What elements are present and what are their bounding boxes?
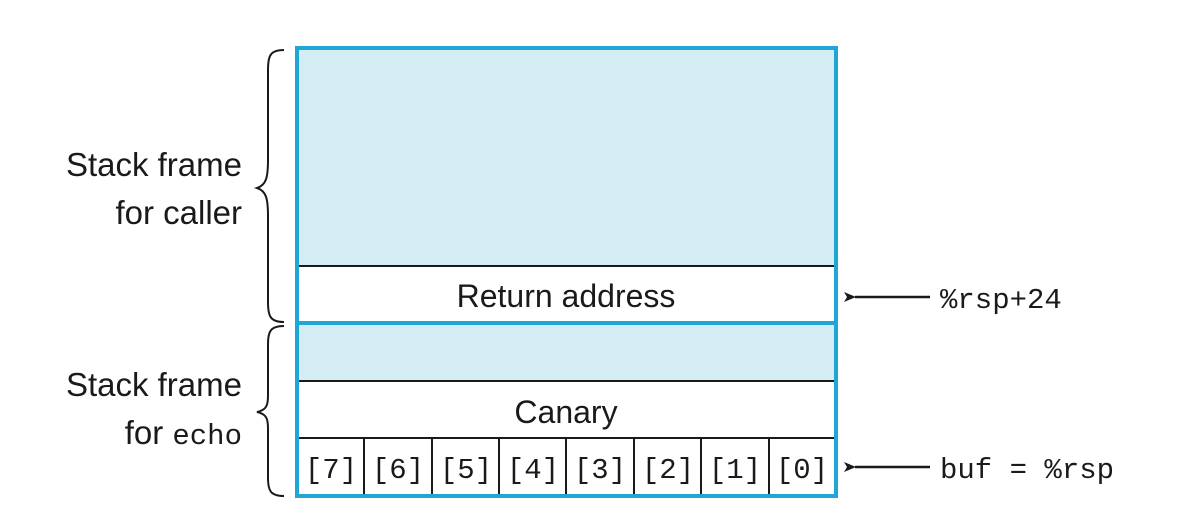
buf-byte-7: [7] xyxy=(305,454,357,487)
canary-cell xyxy=(297,381,836,438)
echo-frame-fill xyxy=(297,323,836,381)
caller-frame-fill xyxy=(297,48,836,266)
buf-pointer-label: buf = %rsp xyxy=(940,454,1114,487)
echo-frame: Canary [7] [6] [5] [4] [3] [2] [1] [0] xyxy=(295,321,838,498)
buf-byte-1: [1] xyxy=(709,454,761,487)
buf-byte-5: [5] xyxy=(440,454,492,487)
buf-row: [7] [6] [5] [4] [3] [2] [1] [0] xyxy=(305,438,828,496)
buf-byte-6: [6] xyxy=(372,454,424,487)
echo-function-name: echo xyxy=(172,420,242,453)
caller-frame-brace xyxy=(253,49,285,323)
caller-frame: Return address xyxy=(295,46,838,325)
return-address-pointer-label: %rsp+24 xyxy=(940,284,1062,317)
return-address-cell xyxy=(297,266,836,323)
buf-byte-0: [0] xyxy=(776,454,828,487)
caller-frame-label-line2: for caller xyxy=(115,194,242,231)
canary-label: Canary xyxy=(514,394,617,430)
buf-byte-3: [3] xyxy=(574,454,626,487)
echo-frame-label-line2: for echo xyxy=(125,414,242,453)
echo-frame-label-prefix: for xyxy=(125,414,173,451)
return-address-label: Return address xyxy=(457,278,676,314)
buf-byte-2: [2] xyxy=(642,454,694,487)
caller-frame-label-line1: Stack frame xyxy=(66,146,242,183)
echo-frame-border xyxy=(295,321,838,498)
echo-frame-label-line1: Stack frame xyxy=(66,366,242,403)
buf-byte-4: [4] xyxy=(507,454,559,487)
echo-frame-brace xyxy=(256,325,285,497)
